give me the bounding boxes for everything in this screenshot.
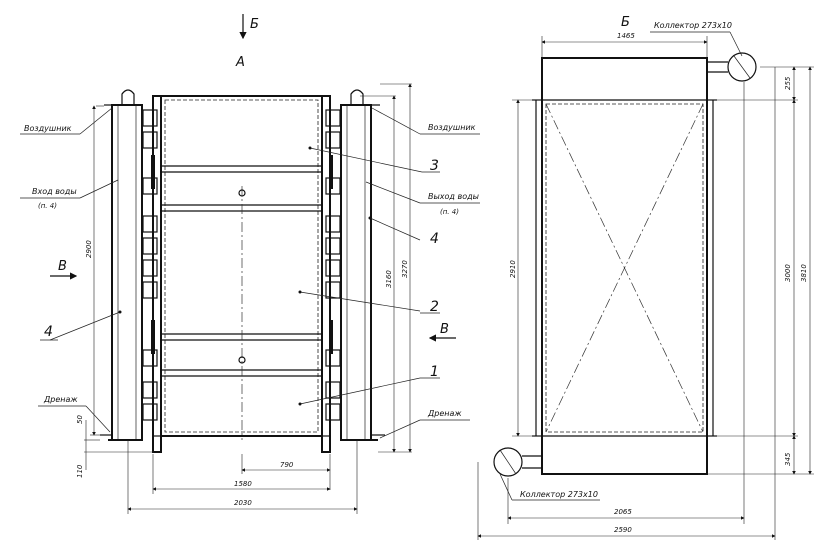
label-water-in: Вход воды (32, 187, 77, 196)
dim-3160: 3160 (385, 270, 393, 288)
dim-255: 255 (784, 76, 792, 90)
view-b: Б Коллектор 273х10 1465 (477, 15, 814, 540)
collector-bottom-pipe (493, 447, 523, 477)
dim-2065: 2065 (614, 508, 632, 516)
dim-3810: 3810 (800, 264, 808, 282)
right-air-vent-pipe (350, 89, 364, 105)
callout-4-right: 4 (430, 231, 439, 247)
dim-3270: 3270 (401, 260, 409, 278)
unit-body (541, 57, 708, 475)
dim-1465: 1465 (617, 32, 635, 40)
dim-2030: 2030 (234, 499, 252, 507)
label-drain-right: Дренаж (427, 409, 462, 418)
left-air-vent-pipe (121, 89, 135, 105)
view-a-title: А (235, 55, 245, 70)
dim-2910: 2910 (509, 260, 517, 278)
callout-1: 1 (430, 364, 439, 380)
callout-2: 2 (430, 299, 439, 315)
label-air-vent-left: Воздушник (24, 124, 72, 133)
dim-3000: 3000 (784, 264, 792, 282)
left-tube-blocks (142, 109, 158, 421)
section-mark-left: В (58, 259, 67, 274)
dim-110: 110 (76, 464, 84, 478)
label-water-out-note: (п. 4) (440, 208, 459, 216)
section-mark-right: В (440, 322, 449, 337)
dim-2900: 2900 (85, 240, 93, 258)
left-header (111, 104, 143, 441)
heat-exchanger-frame (160, 95, 323, 437)
dim-790: 790 (280, 461, 294, 469)
dim-2590: 2590 (614, 526, 632, 534)
label-air-vent-right: Воздушник (428, 123, 476, 132)
label-water-in-note: (п. 4) (38, 202, 57, 210)
label-water-out: Выход воды (428, 192, 479, 201)
dim-345: 345 (784, 452, 792, 466)
view-a-section-mark-top: Б (250, 17, 259, 32)
label-drain-left: Дренаж (43, 395, 78, 404)
dim-1580: 1580 (234, 480, 252, 488)
collector-bottom-label: Коллектор 273х10 (520, 490, 598, 499)
collector-top-pipe (727, 52, 757, 82)
view-a: Б А (20, 14, 480, 514)
callout-4-left: 4 (44, 324, 53, 340)
view-b-title: Б (621, 15, 630, 30)
dim-50: 50 (76, 415, 84, 424)
callout-3: 3 (430, 158, 439, 174)
collector-top-label: Коллектор 273х10 (654, 21, 732, 30)
right-tube-blocks (325, 109, 341, 421)
